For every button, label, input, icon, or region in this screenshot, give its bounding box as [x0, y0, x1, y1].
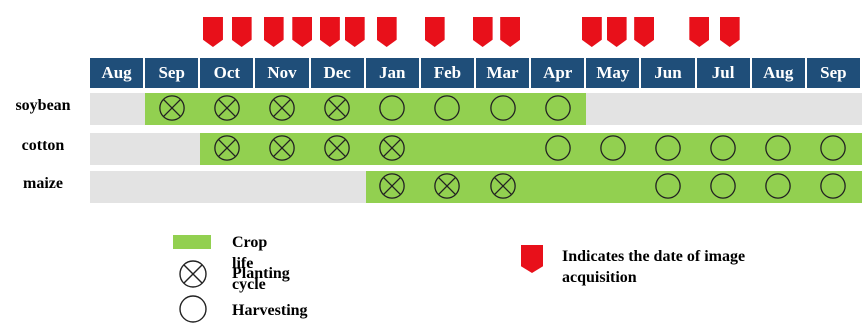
month-header-cell: Sep — [806, 58, 862, 88]
planting-icon — [324, 135, 350, 161]
planting-icon — [379, 135, 406, 161]
month-header-cell: Mar — [476, 58, 532, 88]
planting-legend-icon — [179, 260, 207, 288]
planting-icon — [269, 95, 295, 121]
acquisition-marker-icon — [689, 17, 710, 47]
planting-icon — [158, 95, 185, 121]
harvesting-icon — [820, 173, 847, 199]
acquisition-legend-label: Indicates the date of image acquisition — [562, 248, 746, 286]
acquisition-marker-icon — [719, 17, 740, 47]
month-header-cell: Sep — [145, 58, 201, 88]
harvesting-legend-label: Harvesting — [232, 302, 308, 319]
harvesting-icon — [379, 95, 406, 121]
acquisition-marker-icon — [500, 17, 521, 47]
month-header-cell: Feb — [420, 58, 476, 88]
crop-cycle-legend-label: Crop life cycle — [232, 234, 268, 293]
harvesting-icon — [544, 95, 571, 121]
harvesting-icon — [710, 173, 736, 199]
month-header-cell: May — [586, 58, 642, 88]
harvesting-icon — [544, 135, 571, 161]
month-header-cell: Aug — [90, 58, 146, 88]
month-header-cell: Jul — [696, 58, 752, 88]
planting-icon — [434, 173, 461, 199]
month-header-cell: Apr — [531, 58, 587, 88]
month-header-cell: Aug — [751, 58, 807, 88]
harvesting-icon — [655, 173, 681, 199]
acquisition-marker-icon — [202, 17, 223, 47]
acquisition-marker-icon — [424, 17, 445, 47]
harvesting-icon — [765, 173, 792, 199]
acquisition-marker-icon — [472, 17, 493, 47]
acquisition-marker-icon — [231, 17, 252, 47]
month-header-cell: Jan — [365, 58, 421, 88]
planting-icon — [214, 95, 240, 121]
acquisition-marker-icon — [344, 17, 365, 47]
harvesting-icon — [489, 95, 516, 121]
planting-icon — [379, 173, 406, 199]
harvesting-icon — [710, 135, 736, 161]
acquisition-marker-icon — [581, 17, 602, 47]
planting-icon — [489, 173, 516, 199]
harvesting-icon — [434, 95, 461, 121]
crop-cycle-bar — [200, 133, 862, 165]
acquisition-marker-icon — [263, 17, 284, 47]
planting-icon — [324, 95, 350, 121]
harvesting-icon — [655, 135, 681, 161]
acquisition-marker-icon — [292, 17, 313, 47]
month-header-cell: Dec — [310, 58, 366, 88]
harvesting-legend-icon — [179, 295, 207, 323]
harvesting-icon — [765, 135, 792, 161]
planting-icon — [214, 135, 240, 161]
harvesting-icon — [820, 135, 847, 161]
acquisition-marker-icon — [634, 17, 655, 47]
acquisition-marker-icon — [376, 17, 397, 47]
acquisition-marker-icon — [606, 17, 627, 47]
crop-cycle-bar — [145, 93, 587, 125]
month-header-cell: Nov — [255, 58, 311, 88]
planting-icon — [269, 135, 295, 161]
acquisition-marker-icon — [319, 17, 340, 47]
crop-label: cotton — [21, 137, 65, 154]
crop-label: maize — [23, 175, 63, 192]
crop-cycle-legend-swatch — [173, 235, 211, 249]
planting-legend-label: Planting — [232, 265, 290, 282]
acquisition-legend-icon — [521, 245, 543, 273]
month-header-cell: Jun — [641, 58, 697, 88]
harvesting-icon — [600, 135, 626, 161]
month-header-cell: Oct — [200, 58, 256, 88]
crop-label: soybean — [15, 97, 71, 114]
